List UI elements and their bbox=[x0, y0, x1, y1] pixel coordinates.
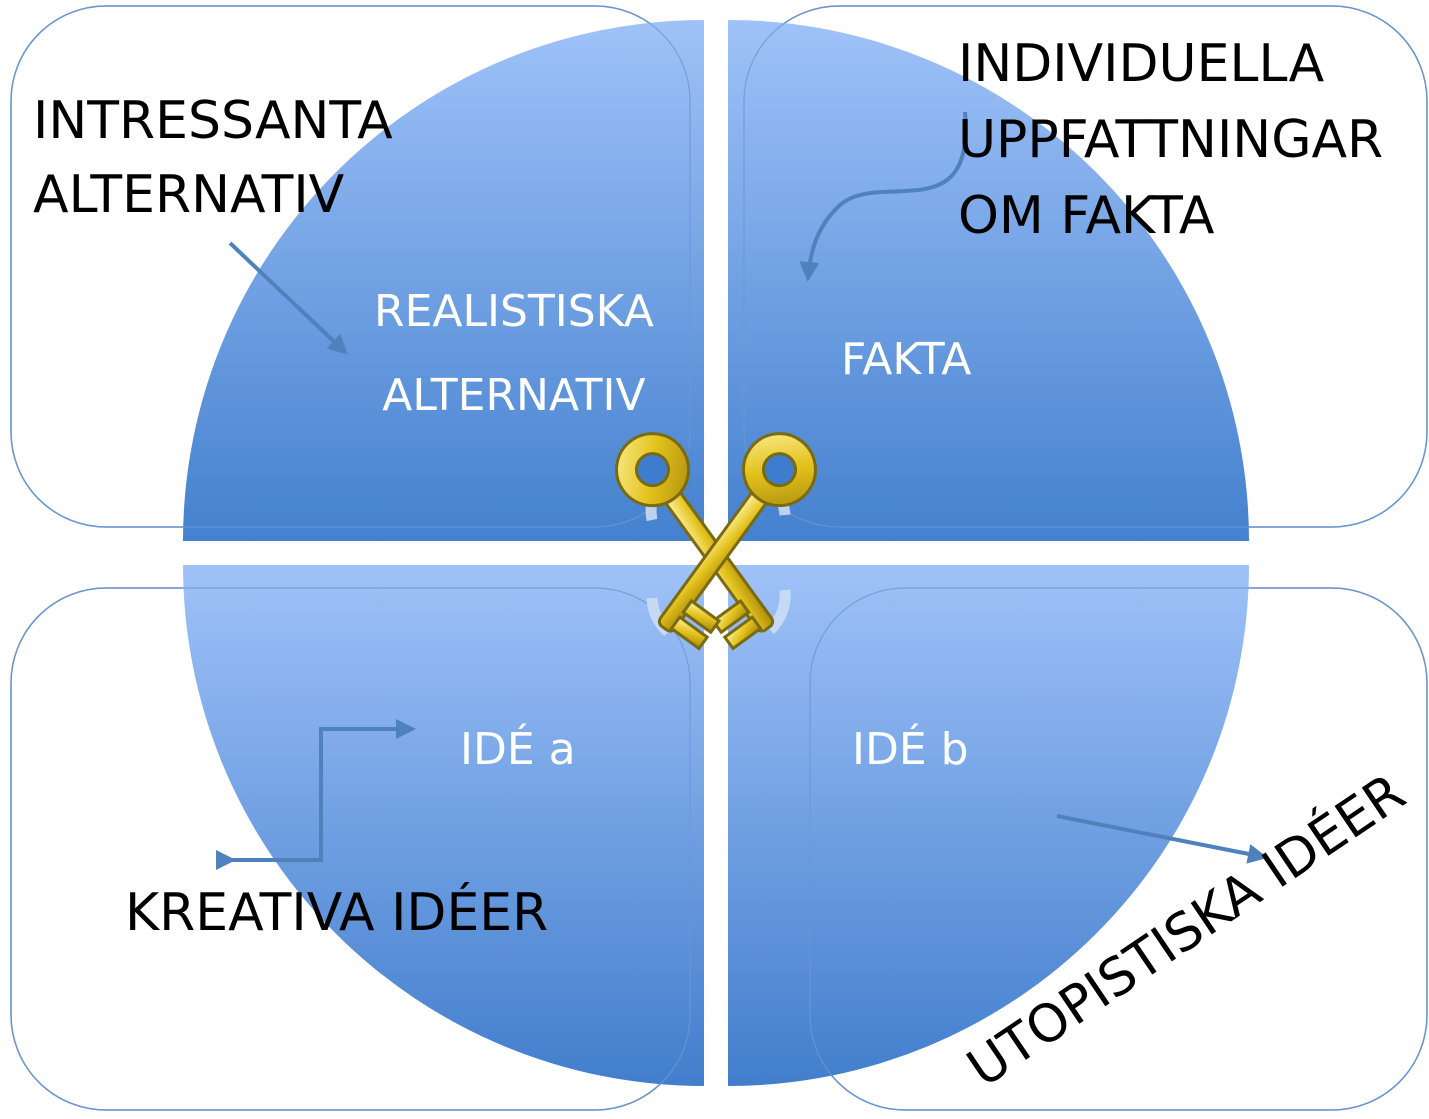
label-fakta: FAKTA bbox=[841, 334, 972, 385]
crossed-keys-icon bbox=[615, 432, 817, 651]
sector-top-right bbox=[728, 20, 1249, 541]
arrow-bottom-left bbox=[216, 719, 416, 870]
arrow-bottom-right bbox=[1056, 814, 1268, 864]
sector-bottom-left bbox=[183, 565, 704, 1086]
label-ide-a: IDÉ a bbox=[460, 724, 576, 775]
label-individuella-line2: UPPFATTNINGAR bbox=[958, 110, 1384, 170]
label-realistiska-line1: REALISTISKA bbox=[374, 286, 654, 337]
sector-bottom-right bbox=[728, 565, 1249, 1086]
label-individuella-line1: INDIVIDUELLA bbox=[958, 34, 1325, 94]
label-kreativa-ideer: KREATIVA IDÉER bbox=[125, 883, 549, 943]
label-individuella-line3: OM FAKTA bbox=[958, 186, 1215, 246]
label-ide-b: IDÉ b bbox=[852, 724, 969, 775]
label-realistiska: REALISTISKA ALTERNATIV bbox=[374, 290, 654, 418]
label-individuella: INDIVIDUELLA UPPFATTNINGAR OM FAKTA bbox=[958, 38, 1383, 242]
label-intressanta-line1: INTRESSANTA bbox=[33, 91, 393, 151]
arrow-top-left bbox=[228, 241, 348, 355]
label-realistiska-line2: ALTERNATIV bbox=[382, 370, 646, 421]
label-intressanta-line2: ALTERNATIV bbox=[33, 165, 345, 225]
arrow-top-right bbox=[799, 111, 968, 282]
label-intressanta: INTRESSANTA ALTERNATIV bbox=[33, 95, 393, 221]
sector-top-left bbox=[183, 20, 704, 541]
